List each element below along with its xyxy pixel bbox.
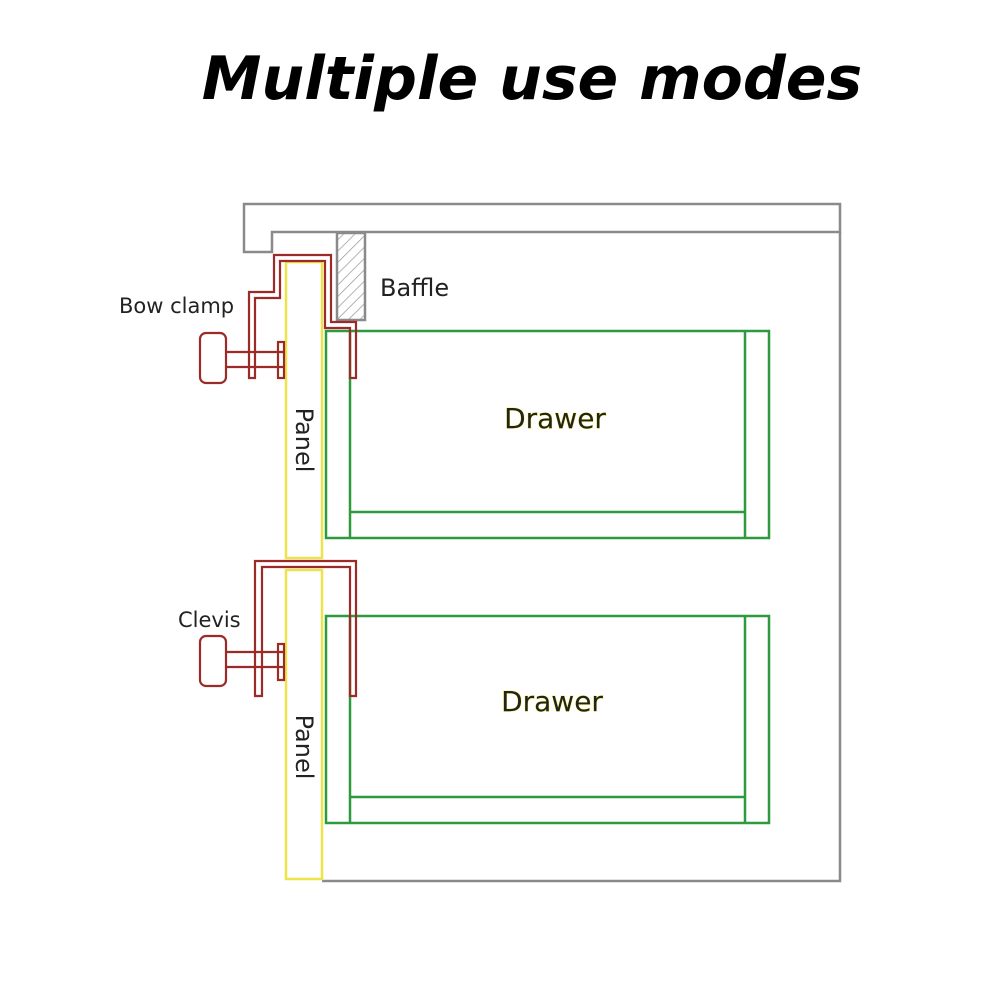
panel-top-label: Panel xyxy=(290,408,318,473)
clevis xyxy=(198,559,358,698)
drawer-bottom xyxy=(324,614,771,825)
cabinet-outline xyxy=(242,202,842,883)
baffle xyxy=(335,231,367,322)
bow-clamp xyxy=(198,253,358,385)
clevis-label: Clevis xyxy=(178,608,241,632)
drawer-top-label: Drawer xyxy=(504,402,606,435)
panel-bottom-label: Panel xyxy=(290,715,318,780)
bow-clamp-label: Bow clamp xyxy=(119,294,234,318)
cabinet-side xyxy=(322,232,842,883)
page-title: Multiple use modes xyxy=(201,44,863,114)
drawer-bottom-label: Drawer xyxy=(501,685,603,718)
panel-bottom xyxy=(284,568,324,881)
cabinet-top-board xyxy=(242,202,842,254)
baffle-label: Baffle xyxy=(380,274,449,302)
